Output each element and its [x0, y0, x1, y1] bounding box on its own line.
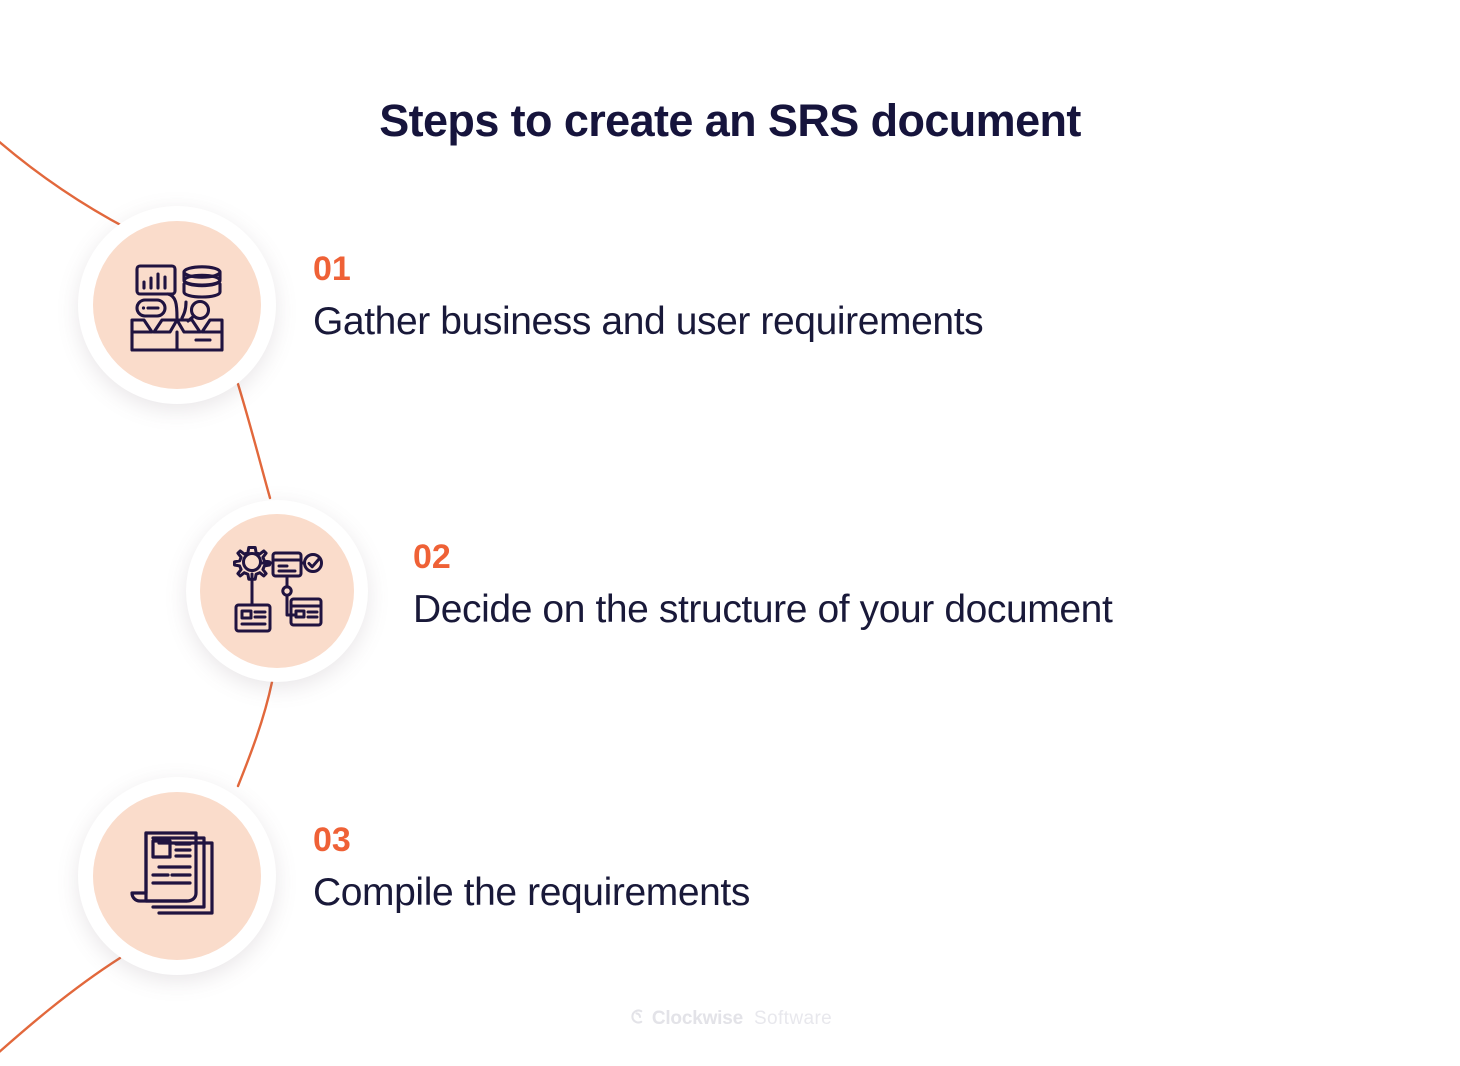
step-circle-1-fill — [93, 221, 261, 389]
step-item-2: 02 Decide on the structure of your docum… — [413, 538, 1113, 632]
gear-flowchart-icon — [229, 543, 325, 639]
step-circle-2 — [186, 500, 368, 682]
page-title: Steps to create an SRS document — [379, 95, 1081, 146]
step-circle-3 — [78, 777, 276, 975]
brand-name-bold: Clockwise — [651, 1008, 743, 1029]
clockwise-swoosh-icon — [628, 1008, 645, 1030]
step-label-1: Gather business and user requirements — [313, 300, 984, 343]
step-number-3: 03 — [313, 821, 351, 859]
step-circle-1 — [78, 206, 276, 404]
step-label-3: Compile the requirements — [313, 871, 750, 914]
document-stack-icon — [128, 827, 226, 925]
step-circle-3-fill — [93, 792, 261, 960]
step-item-1: 01 Gather business and user requirements — [313, 250, 984, 344]
step-circle-2-fill — [200, 514, 354, 668]
brand-name-light: Software — [753, 1008, 833, 1029]
step-number-1: 01 — [313, 250, 351, 288]
step-item-3: 03 Compile the requirements — [313, 823, 750, 915]
open-box-with-data-icon — [124, 252, 230, 358]
step-label-2: Decide on the structure of your document — [413, 588, 1113, 631]
step-number-2: 02 — [413, 538, 451, 576]
footer-branding: Clockwise Software — [0, 1008, 1460, 1030]
